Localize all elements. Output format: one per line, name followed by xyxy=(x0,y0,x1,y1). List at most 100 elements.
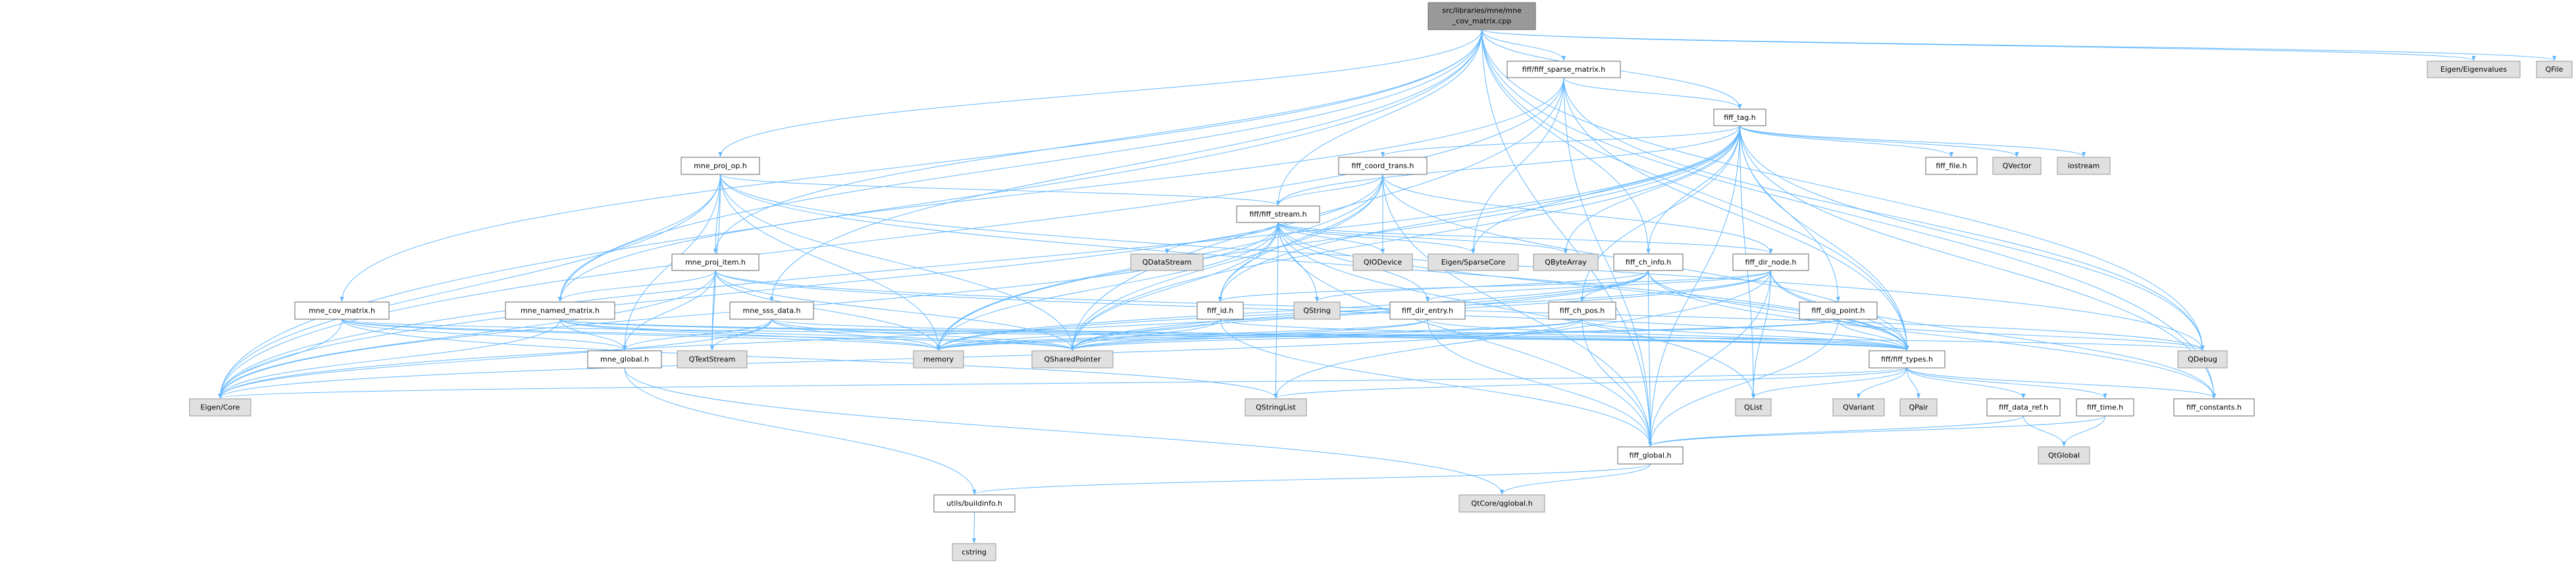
node-direntry[interactable]: fiff_dir_entry.h xyxy=(1389,301,1466,320)
node-box-projop xyxy=(681,157,760,175)
edge-tag-to-eigencore xyxy=(218,125,1740,399)
node-label-stream: fiff/fiff_stream.h xyxy=(1249,210,1306,218)
node-label-qglobal: QtCore/qglobal.h xyxy=(1471,500,1532,508)
node-time[interactable]: fiff_time.h xyxy=(2076,398,2134,417)
edge-sparse-to-eigencore xyxy=(218,77,1564,399)
edge-sssdata-to-eigencore xyxy=(218,319,772,399)
node-box-direntry xyxy=(1389,301,1466,320)
node-label-sparse: fiff/fiff_sparse_matrix.h xyxy=(1522,65,1606,74)
edge-chinfo-to-fiffglobal xyxy=(1648,270,1653,447)
node-sparse[interactable]: fiff/fiff_sparse_matrix.h xyxy=(1507,61,1621,78)
node-box-qpair xyxy=(1899,398,1938,417)
node-label-eigenvalues: Eigen/Eigenvalues xyxy=(2440,65,2507,74)
node-label-types: fiff/fiff_types.h xyxy=(1881,355,1933,364)
edge-sssdata-to-qtextstream xyxy=(709,319,772,351)
node-buildinfo[interactable]: utils/buildinfo.h xyxy=(933,494,1016,513)
node-box-qstringlist xyxy=(1245,398,1307,417)
edge-root-to-eigenvalues xyxy=(1481,29,2476,61)
node-label-qfile: QFile xyxy=(2545,65,2563,74)
node-projop[interactable]: mne_proj_op.h xyxy=(681,157,760,175)
node-box-qtextstream xyxy=(677,350,748,369)
node-types[interactable]: fiff/fiff_types.h xyxy=(1868,350,1945,369)
edge-sparse-to-qdebug xyxy=(1563,77,2205,351)
node-digpoint[interactable]: fiff_dig_point.h xyxy=(1799,301,1878,320)
edge-types-to-qstringlist xyxy=(1274,367,1907,399)
node-box-memory xyxy=(913,350,964,369)
node-box-qdatastream xyxy=(1130,253,1204,271)
node-coordtrans[interactable]: fiff_coord_trans.h xyxy=(1338,157,1428,175)
edge-dirnode-to-qstringlist xyxy=(1274,270,1771,399)
edge-namedmatrix-to-qsharedpointer xyxy=(559,319,1075,351)
edge-time-to-fiffglobal xyxy=(1648,415,2105,447)
node-iostream: iostream xyxy=(2057,157,2111,175)
node-box-qstring xyxy=(1293,301,1341,320)
node-fiffglobal[interactable]: fiff_global.h xyxy=(1617,446,1684,465)
node-qtextstream: QTextStream xyxy=(677,350,748,369)
edge-sparse-to-types xyxy=(1563,77,1909,351)
node-label-qstringlist: QStringList xyxy=(1256,403,1296,412)
node-dataref[interactable]: fiff_data_ref.h xyxy=(1986,398,2061,417)
node-label-buildinfo: utils/buildinfo.h xyxy=(946,500,1002,508)
node-chpos[interactable]: fiff_ch_pos.h xyxy=(1548,301,1616,320)
node-box-projitem xyxy=(671,253,760,271)
node-dirnode[interactable]: fiff_dir_node.h xyxy=(1732,253,1809,271)
edge-direntry-to-fiffglobal xyxy=(1427,319,1653,447)
edge-digpoint-to-types xyxy=(1838,319,1909,351)
edge-tag-to-qvector xyxy=(1739,125,2019,157)
node-label-qtglobal: QtGlobal xyxy=(2048,451,2080,460)
edge-tag-to-constants xyxy=(1739,125,2217,399)
edge-coordtrans-to-id xyxy=(1218,174,1383,302)
node-label-qdatastream: QDataStream xyxy=(1143,258,1192,267)
node-chinfo[interactable]: fiff_ch_info.h xyxy=(1613,253,1684,271)
edge-root-to-fiffglobal xyxy=(1481,29,1653,447)
edge-direntry-to-types xyxy=(1427,319,1909,351)
node-box-qiodevice xyxy=(1352,253,1413,271)
node-namedmatrix[interactable]: mne_named_matrix.h xyxy=(505,301,615,320)
edge-projitem-to-namedmatrix xyxy=(557,270,716,302)
edge-covmatrix-to-qsharedpointer xyxy=(342,319,1075,351)
edge-projop-to-qsharedpointer xyxy=(720,174,1075,351)
edge-chinfo-to-qstring xyxy=(1314,270,1649,302)
edge-stream-to-qiodevice xyxy=(1277,222,1385,254)
edge-projitem-to-eigencore xyxy=(218,270,716,399)
node-label-chpos: fiff_ch_pos.h xyxy=(1560,307,1605,315)
node-label-memory: memory xyxy=(923,355,954,364)
edge-sssdata-to-mneglobal xyxy=(622,319,772,351)
node-projitem[interactable]: mne_proj_item.h xyxy=(671,253,760,271)
edge-coordtrans-to-dirnode xyxy=(1382,174,1773,254)
node-memory: memory xyxy=(913,350,964,369)
edge-tag-to-file xyxy=(1739,125,1954,157)
edge-root-to-stream xyxy=(1275,29,1482,206)
node-covmatrix[interactable]: mne_cov_matrix.h xyxy=(294,301,390,320)
edge-time-to-qtglobal xyxy=(2061,415,2105,447)
edge-root-to-sssdata xyxy=(769,29,1482,302)
edge-types-to-time xyxy=(1907,367,2107,399)
edge-namedmatrix-to-mneglobal xyxy=(559,319,627,351)
edge-sssdata-to-types xyxy=(771,319,1909,351)
node-file[interactable]: fiff_file.h xyxy=(1925,157,1978,175)
node-label-direntry: fiff_dir_entry.h xyxy=(1402,307,1453,315)
edge-digpoint-to-qsharedpointer xyxy=(1070,319,1839,351)
node-root[interactable]: src/libraries/mne/mne_cov_matrix.cpp xyxy=(1428,2,1536,30)
node-label-constants: fiff_constants.h xyxy=(2186,403,2242,412)
edge-types-to-eigencore xyxy=(219,367,1907,399)
node-label-qpair: QPair xyxy=(1909,403,1928,412)
node-id[interactable]: fiff_id.h xyxy=(1197,301,1244,320)
node-eigenvalues: Eigen/Eigenvalues xyxy=(2427,61,2521,78)
edge-coordtrans-to-stream xyxy=(1275,174,1383,206)
edge-covmatrix-to-memory xyxy=(342,319,940,351)
node-qlist: QList xyxy=(1735,398,1772,417)
node-tag[interactable]: fiff_tag.h xyxy=(1713,109,1766,126)
edge-tag-to-chinfo xyxy=(1646,125,1740,254)
node-mneglobal[interactable]: mne_global.h xyxy=(587,350,662,369)
node-constants[interactable]: fiff_constants.h xyxy=(2173,398,2255,417)
edge-root-to-qdebug xyxy=(1481,29,2205,351)
edge-types-to-qpair xyxy=(1907,367,1921,399)
node-stream[interactable]: fiff/fiff_stream.h xyxy=(1236,205,1320,223)
edge-stream-to-id xyxy=(1218,222,1279,302)
node-label-coordtrans: fiff_coord_trans.h xyxy=(1351,162,1414,170)
node-eigencore: Eigen/Core xyxy=(189,398,251,417)
edge-dirnode-to-id xyxy=(1218,270,1771,302)
node-sssdata[interactable]: mne_sss_data.h xyxy=(729,301,814,320)
node-label-eigencore: Eigen/Core xyxy=(201,403,240,412)
